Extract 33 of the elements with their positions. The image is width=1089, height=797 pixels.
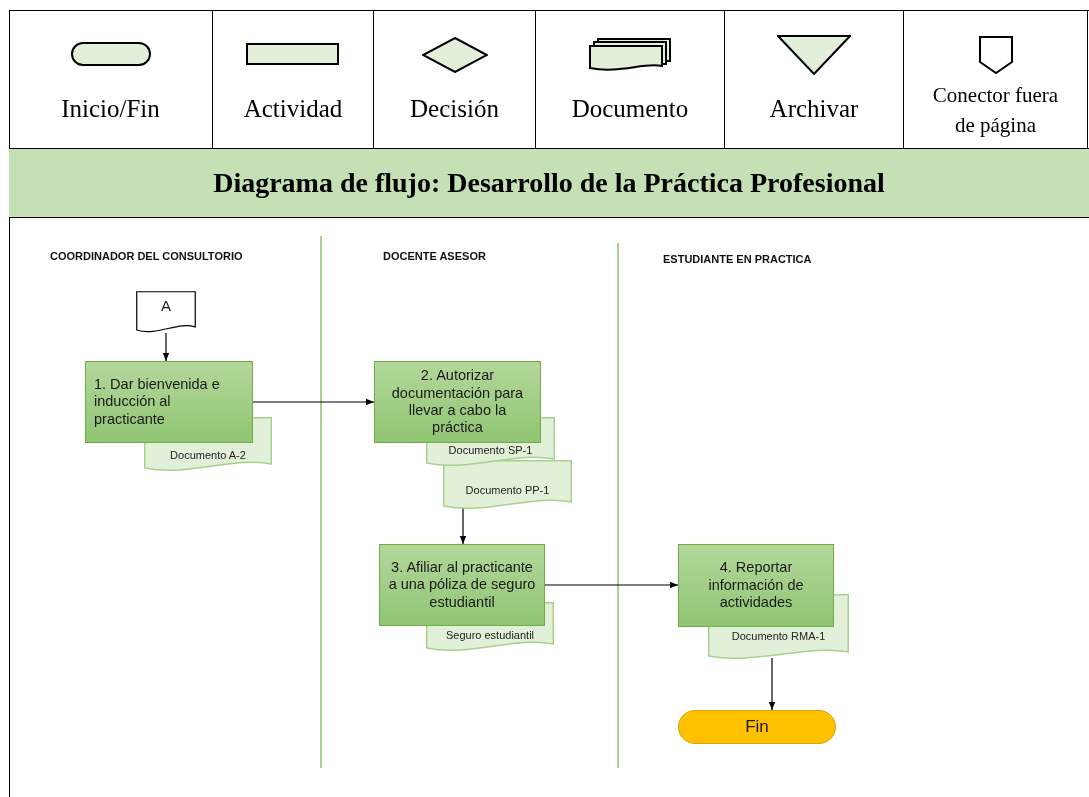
legend-text: Documento [570, 94, 690, 124]
arrow [252, 398, 375, 406]
activity-text: 2. Autorizar documentación para llevar a cabo la práctica [390, 367, 525, 437]
document-text: Documento RMA-1 [730, 630, 827, 642]
lane-header: ESTUDIANTE EN PRACTICA [663, 253, 812, 265]
arrow [162, 332, 170, 362]
document-text: Documento SP-1 [447, 444, 534, 456]
legend-text: Archivar [768, 94, 860, 124]
diagram-title: Diagrama de flujo: Desarrollo de la Práctica Profesional [213, 167, 885, 199]
activity-box [85, 361, 253, 443]
activity-box [374, 361, 541, 443]
arrow [459, 507, 467, 545]
document-text: Documento PP-1 [464, 484, 551, 496]
legend-text: Decisión [409, 94, 500, 124]
activity-text: 4. Reportar información de actividades [707, 559, 805, 612]
legend-text: Conector fuera de página [931, 82, 1060, 140]
document-shape [443, 460, 572, 510]
lane-header: COORDINADOR DEL CONSULTORIO [50, 250, 243, 262]
legend-text: Actividad [242, 94, 344, 124]
arrow [544, 581, 679, 589]
terminal-shape [678, 710, 836, 744]
activity-box [678, 544, 834, 627]
activity-text: 1. Dar bienvenida e inducción al practicante [94, 375, 221, 429]
activity-box [379, 544, 545, 626]
terminal-text: Fin [744, 716, 770, 738]
legend-text: Inicio/Fin [60, 94, 161, 124]
document-text: Documento A-2 [169, 449, 247, 461]
arrow [768, 657, 776, 711]
connector-letter: A [160, 297, 172, 315]
document-text: Seguro estudiantil [444, 629, 536, 641]
activity-text: 3. Afiliar al practicante a una póliza de seguro estudiantil [388, 558, 536, 612]
off-page-connector [136, 291, 196, 333]
lane-header: DOCENTE ASESOR [383, 250, 486, 262]
